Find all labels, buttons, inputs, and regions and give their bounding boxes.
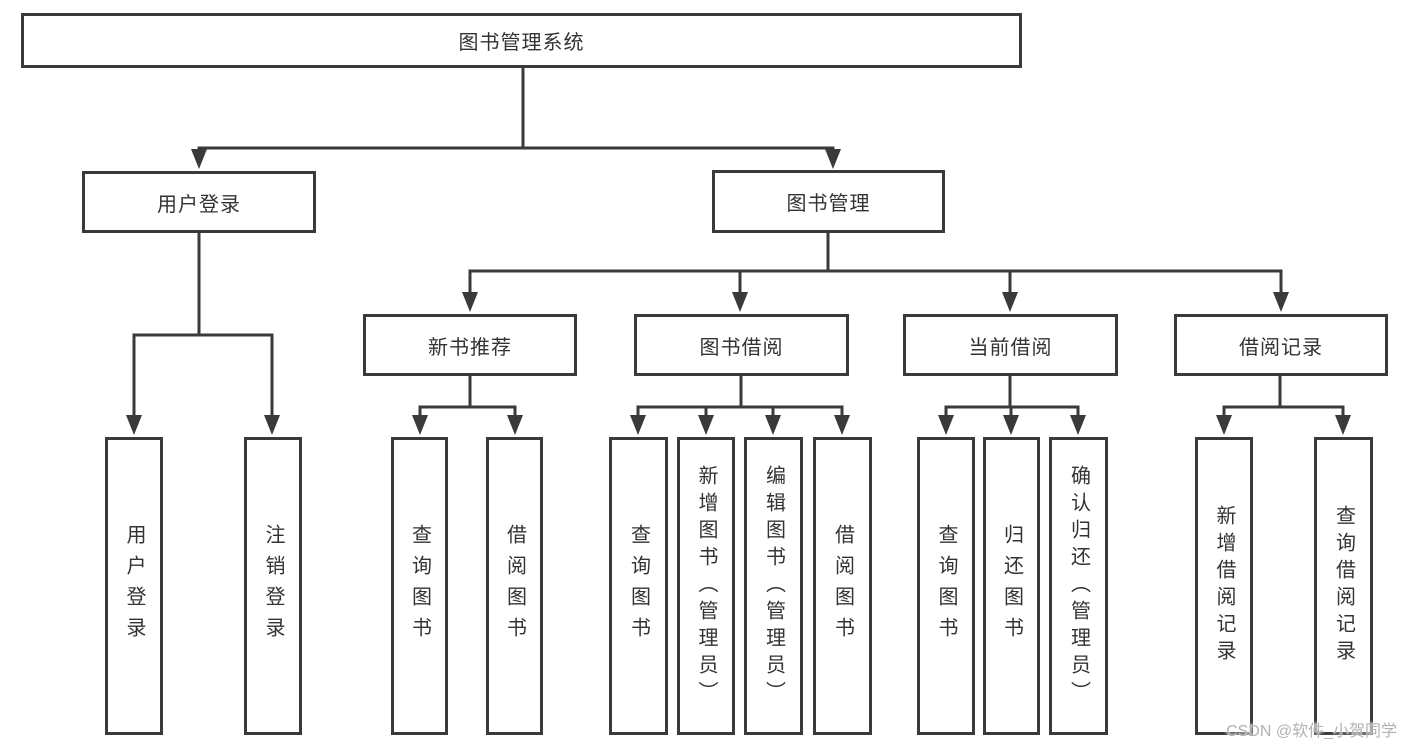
node-label: 当前借阅 [968, 336, 1053, 359]
node-label: 用户登录 [157, 193, 241, 216]
node-label: 查询借阅记录 [1332, 505, 1355, 667]
node-label: 用户登录 [123, 524, 145, 648]
leaf-return-books: 归还图书 [983, 437, 1040, 735]
node-label: 编辑图书（管理员） [762, 464, 785, 708]
node-label: 注销登录 [262, 524, 284, 648]
node-label: 确认归还（管理员） [1067, 464, 1090, 708]
node-label: 新增借阅记录 [1213, 505, 1235, 667]
node-library-management-system: 图书管理系统 [21, 13, 1022, 68]
leaf-edit-books-admin: 编辑图书（管理员） [744, 437, 803, 735]
node-label: 图书管理系统 [458, 32, 585, 54]
node-user-login: 用户登录 [82, 171, 316, 233]
node-label: 借阅图书 [831, 524, 854, 648]
leaf-add-borrow-record: 新增借阅记录 [1195, 437, 1253, 735]
node-label: 查询图书 [627, 524, 650, 648]
node-book-management: 图书管理 [712, 170, 945, 233]
leaf-query-borrow-record: 查询借阅记录 [1314, 437, 1373, 735]
node-book-borrowing: 图书借阅 [634, 314, 849, 376]
leaf-add-books-admin: 新增图书（管理员） [677, 437, 735, 735]
leaf-confirm-return-admin: 确认归还（管理员） [1049, 437, 1108, 735]
node-new-book-recommendation: 新书推荐 [363, 314, 577, 376]
csdn-watermark: CSDN @软件_小贺同学 [1226, 723, 1397, 740]
leaf-query-books-borrow: 查询图书 [609, 437, 668, 735]
node-borrowing-records: 借阅记录 [1174, 314, 1388, 376]
node-label: 新增图书（管理员） [695, 464, 717, 708]
node-current-borrowing: 当前借阅 [903, 314, 1118, 376]
arrowheads [126, 149, 1351, 435]
leaf-borrow-books-newbook: 借阅图书 [486, 437, 543, 735]
node-label: 借阅图书 [503, 524, 526, 648]
node-label: 图书管理 [786, 193, 871, 215]
node-label: 新书推荐 [428, 336, 512, 359]
node-label: 查询图书 [408, 524, 431, 648]
leaf-query-books-current: 查询图书 [917, 437, 975, 735]
leaf-logout: 注销登录 [244, 437, 302, 735]
leaf-user-login: 用户登录 [105, 437, 163, 735]
node-label: 借阅记录 [1239, 336, 1323, 359]
leaf-borrow-books: 借阅图书 [813, 437, 872, 735]
leaf-query-books-newbook: 查询图书 [391, 437, 448, 735]
node-label: 查询图书 [935, 524, 957, 648]
node-label: 归还图书 [1000, 524, 1023, 648]
node-label: 图书借阅 [699, 336, 784, 359]
